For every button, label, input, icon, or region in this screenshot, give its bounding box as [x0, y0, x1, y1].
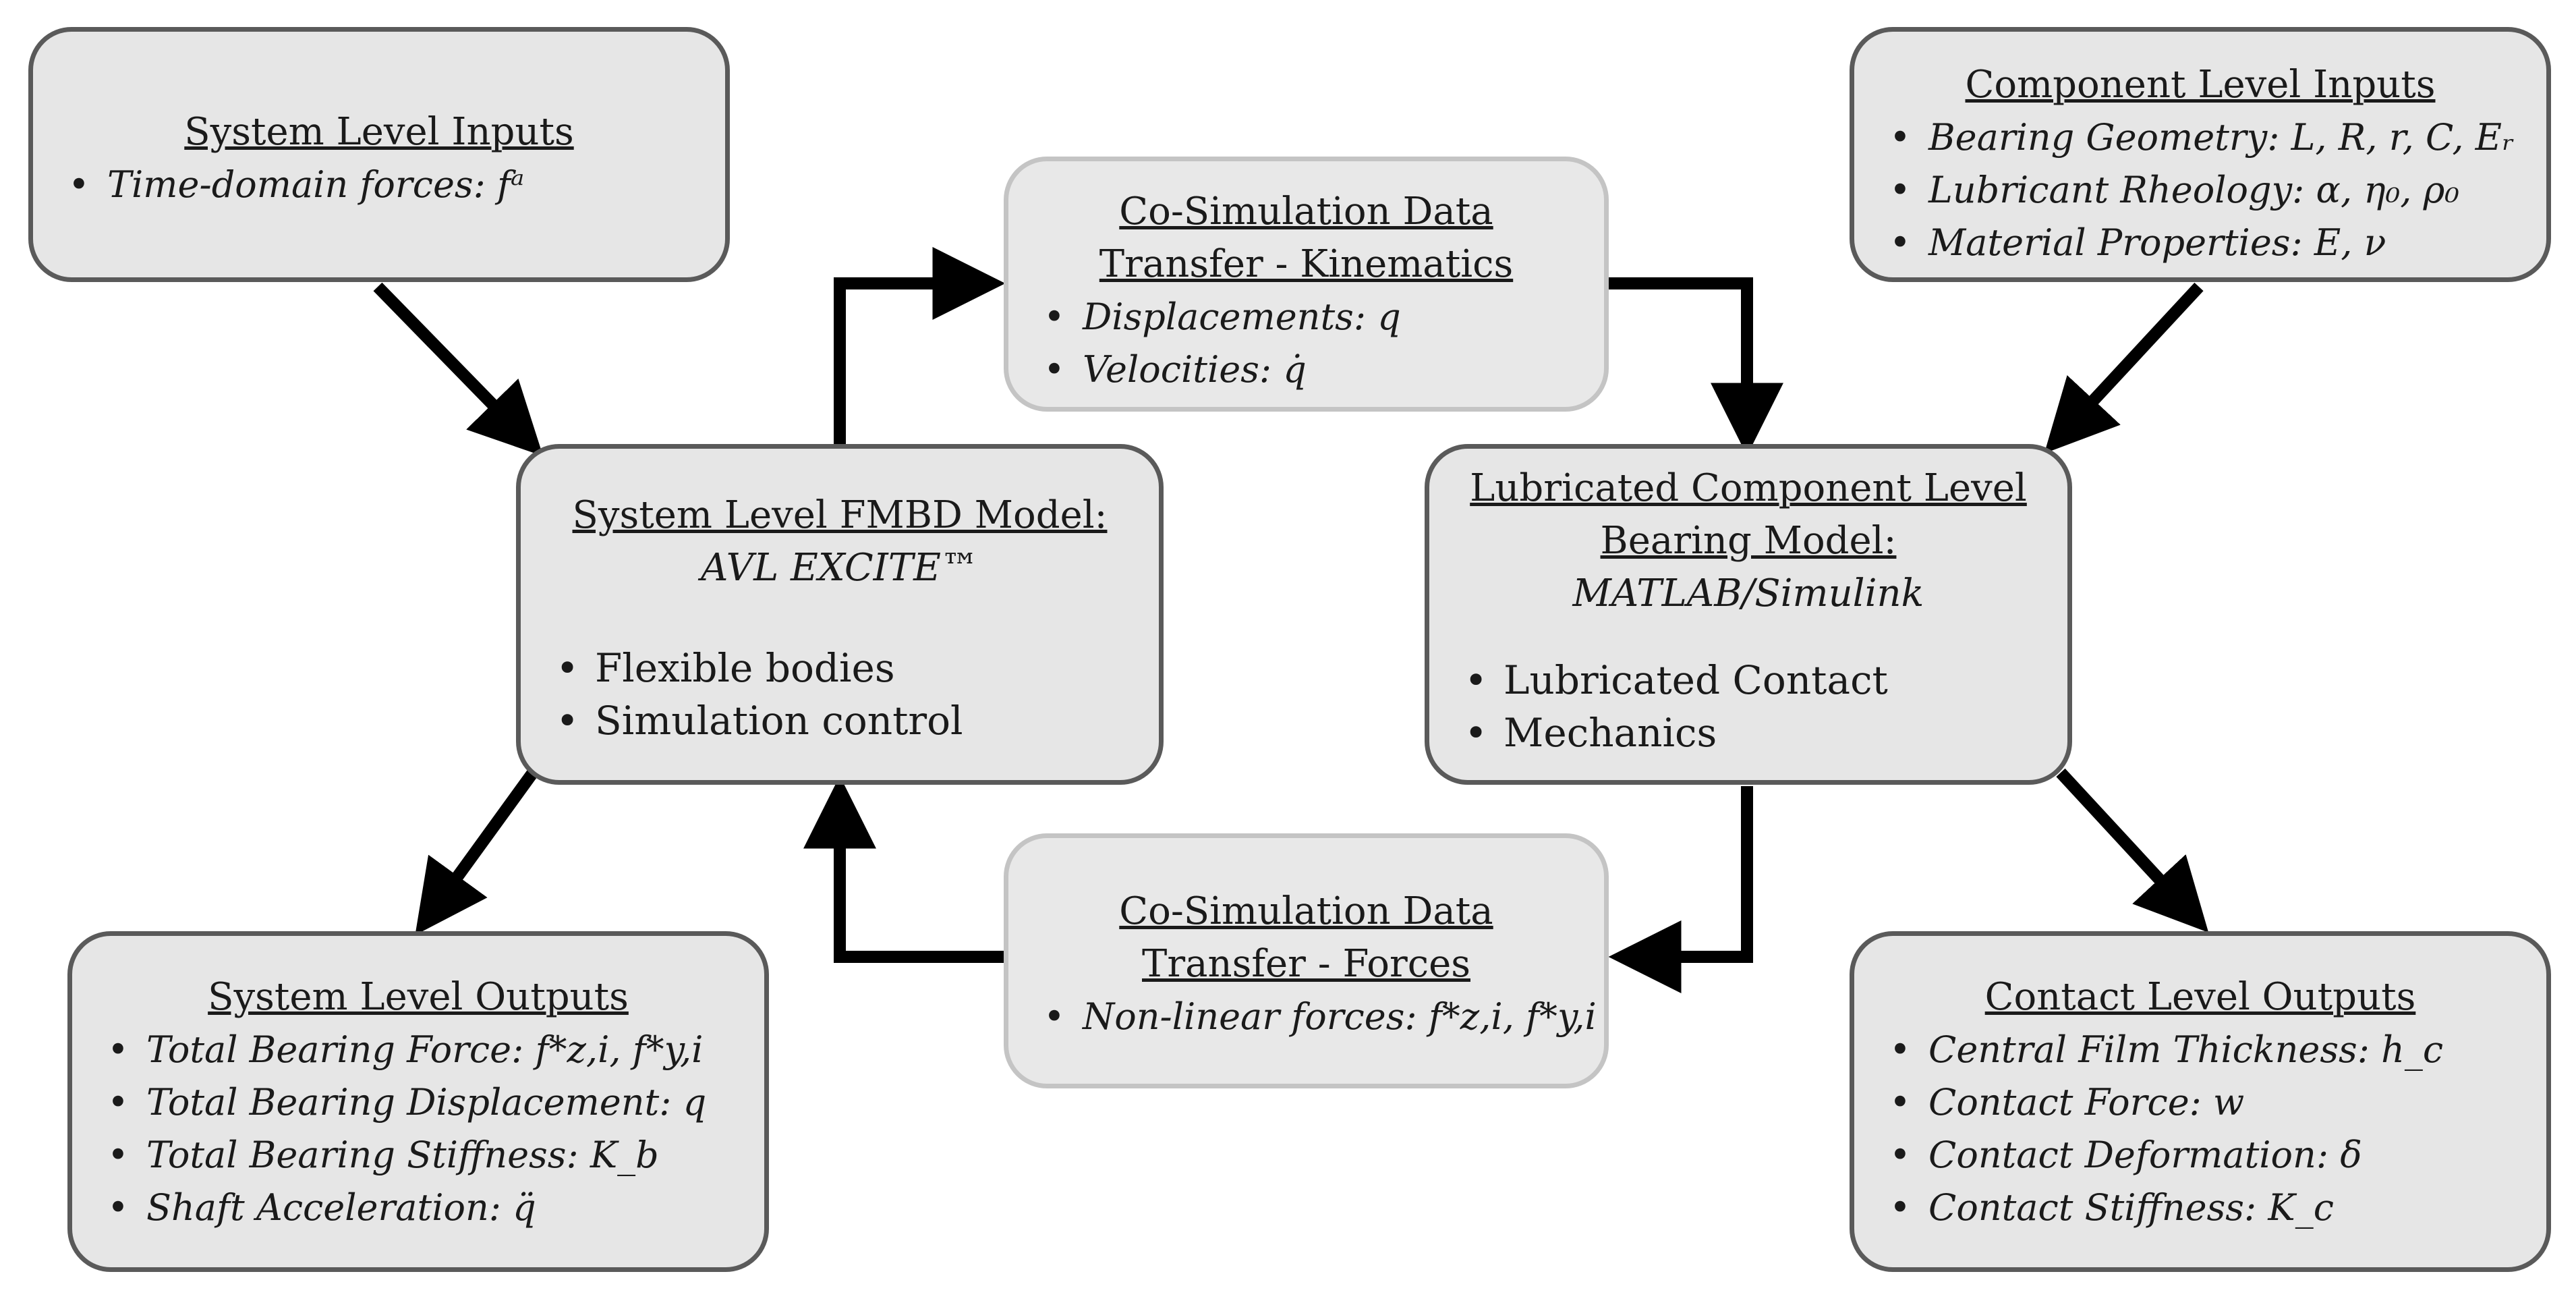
arrow-component-inputs-to-bearing — [2044, 282, 2204, 453]
list-item: Total Bearing Stiffness: K_b — [72, 1129, 764, 1182]
forces-transfer-box: Co-Simulation Data Transfer - Forces Non… — [1004, 833, 1609, 1088]
list-item: Total Bearing Force: f*z,i, f*y,i — [72, 1024, 764, 1076]
component-level-inputs-box: Component Level Inputs Bearing Geometry:… — [1850, 27, 2551, 282]
list-item: Mechanics — [1429, 706, 2067, 759]
list-item: Non-linear forces: f*z,i, f*y,i — [1008, 991, 1604, 1043]
list-item-continuation: Mechanics — [1504, 710, 1717, 756]
arrow-fmbd-to-system-outputs — [415, 769, 538, 935]
arrow-kinematics-to-bearing — [1609, 277, 1783, 456]
system-inputs-title: System Level Inputs — [184, 110, 574, 154]
forces-title-line1: Co-Simulation Data — [1119, 889, 1493, 933]
list-item: Total Bearing Displacement: q — [72, 1076, 764, 1129]
component-inputs-list: Bearing Geometry: L, R, r, C, Eᵣ Lubrica… — [1854, 111, 2546, 269]
system-outputs-title: System Level Outputs — [208, 975, 629, 1019]
list-item: Simulation control — [521, 694, 1159, 747]
component-inputs-title: Component Level Inputs — [1965, 63, 2436, 107]
list-item: Contact Deformation: δ — [1854, 1129, 2546, 1182]
list-item: Time-domain forces: fᵃ — [33, 159, 725, 211]
list-item: Contact Stiffness: K_c — [1854, 1182, 2546, 1234]
list-item: Displacements: q — [1008, 291, 1604, 343]
list-item: Shaft Acceleration: q̈ — [72, 1182, 764, 1234]
fmbd-model-box: System Level FMBD Model: AVL EXCITE™ Fle… — [516, 444, 1164, 785]
list-item: Lubricant Rheology: α, η₀, ρ₀ — [1854, 164, 2546, 217]
kinematics-title-line2: Transfer - Kinematics — [1099, 242, 1514, 286]
list-item: Flexible bodies — [521, 642, 1159, 694]
kinematics-list: Displacements: q Velocities: q̇ — [1008, 291, 1604, 396]
list-item: Central Film Thickness: h_c — [1854, 1024, 2546, 1076]
bearing-subtitle: MATLAB/Simulink — [1572, 572, 1924, 615]
arrow-fmbd-to-kinematics — [834, 247, 1006, 445]
contact-outputs-list: Central Film Thickness: h_c Contact Forc… — [1854, 1024, 2546, 1234]
kinematics-title-line1: Co-Simulation Data — [1119, 190, 1493, 233]
list-item: Material Properties: E, ν — [1854, 217, 2546, 269]
bearing-list: Lubricated Contact Mechanics — [1429, 654, 2067, 759]
system-inputs-list: Time-domain forces: fᵃ — [33, 159, 725, 211]
system-level-outputs-box: System Level Outputs Total Bearing Force… — [67, 931, 769, 1272]
fmbd-title: System Level FMBD Model: — [572, 493, 1108, 537]
arrow-forces-to-fmbd — [803, 775, 1005, 963]
list-item: Velocities: q̇ — [1008, 343, 1604, 396]
list-item: Lubricated Contact — [1429, 654, 2067, 706]
fmbd-subtitle: AVL EXCITE™ — [700, 546, 979, 590]
kinematics-transfer-box: Co-Simulation Data Transfer - Kinematics… — [1004, 157, 1609, 412]
list-item: Bearing Geometry: L, R, r, C, Eᵣ — [1854, 111, 2546, 164]
contact-outputs-title: Contact Level Outputs — [1984, 975, 2416, 1019]
forces-title-line2: Transfer - Forces — [1142, 942, 1470, 986]
bearing-model-box: Lubricated Component Level Bearing Model… — [1425, 444, 2072, 785]
bearing-title-line2: Bearing Model: — [1600, 519, 1897, 563]
fmbd-list: Flexible bodies Simulation control — [521, 642, 1159, 747]
contact-level-outputs-box: Contact Level Outputs Central Film Thick… — [1850, 931, 2551, 1272]
system-level-inputs-box: System Level Inputs Time-domain forces: … — [28, 27, 730, 282]
arrow-bearing-to-forces — [1608, 786, 1753, 993]
list-item: Contact Force: w — [1854, 1076, 2546, 1129]
arrow-inputs-to-fmbd — [373, 282, 544, 457]
forces-list: Non-linear forces: f*z,i, f*y,i — [1008, 991, 1604, 1043]
bearing-title-line1: Lubricated Component Level — [1470, 466, 2027, 510]
system-outputs-list: Total Bearing Force: f*z,i, f*y,i Total … — [72, 1024, 764, 1234]
arrow-bearing-to-contact-outputs — [2056, 768, 2209, 933]
